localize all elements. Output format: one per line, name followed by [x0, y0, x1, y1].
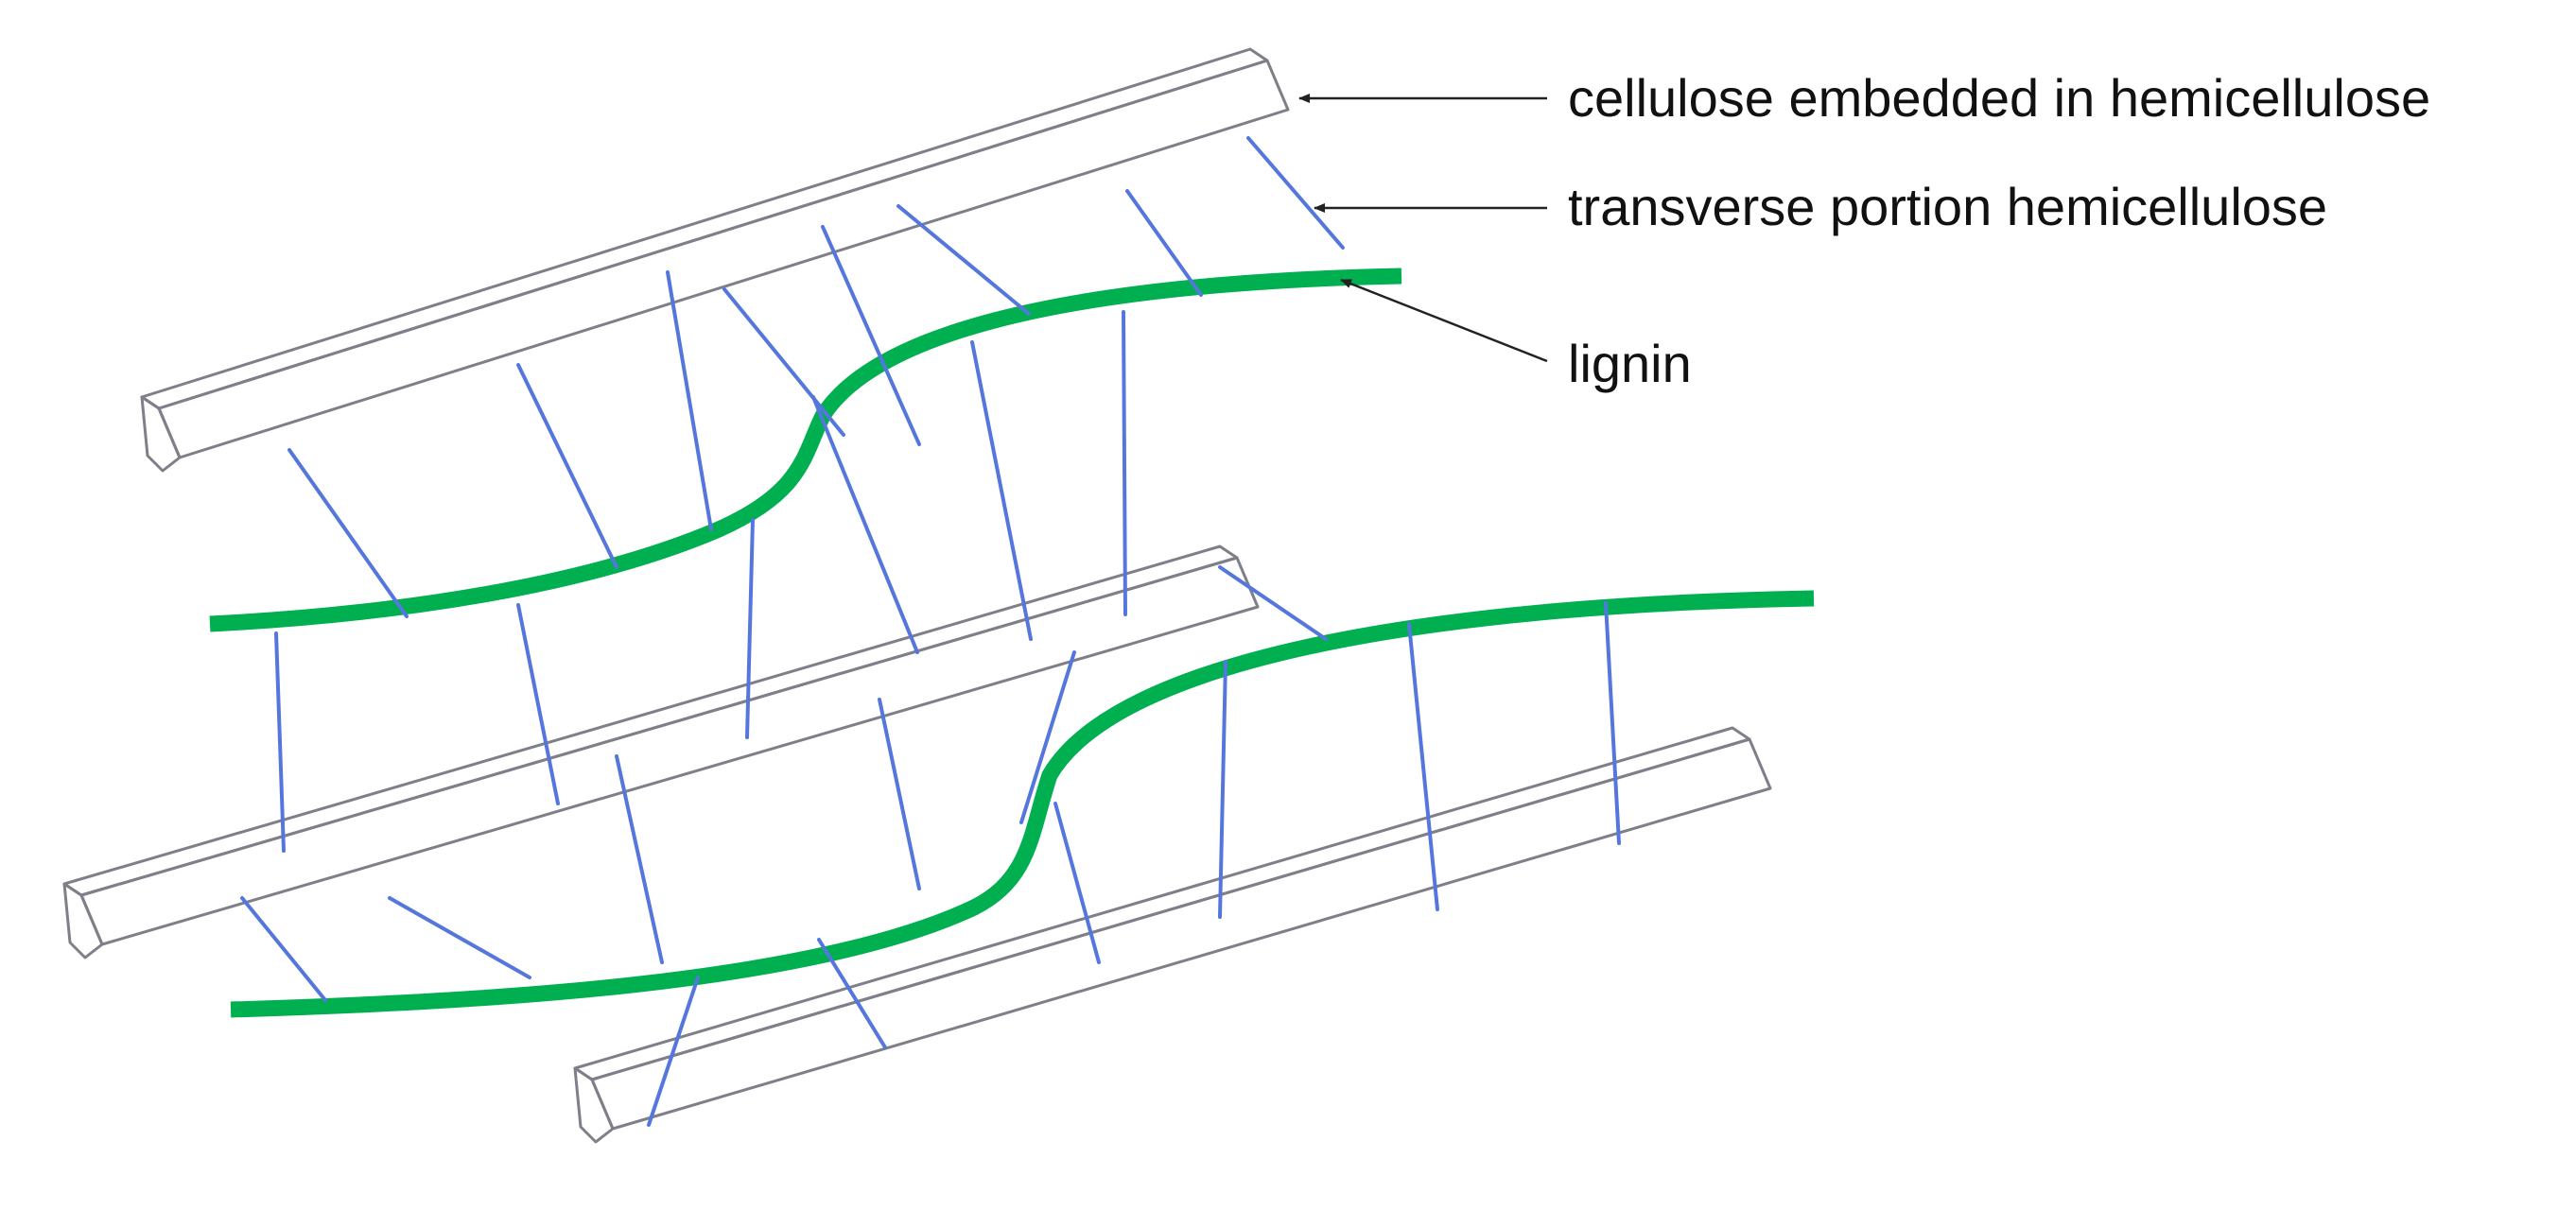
hemicellulose-link — [722, 287, 845, 437]
cellulose-fiber-top-face — [140, 47, 1269, 410]
hemicellulose-link — [1604, 601, 1621, 845]
lignin-strand — [209, 268, 1402, 632]
cellulose-fiber-front-face — [157, 59, 1290, 459]
hemicellulose-link — [896, 204, 1031, 316]
hemicellulose-link — [1218, 660, 1227, 919]
hemicellulose-link — [970, 340, 1033, 641]
hemicellulose-link — [615, 754, 664, 964]
hemicellulose-link — [811, 395, 919, 654]
hemicellulose-link — [821, 225, 921, 446]
hemicellulose-link — [647, 976, 700, 1127]
cellulose-label: cellulose embedded in hemicellulose — [1568, 68, 2430, 128]
hemicellulose-link — [666, 270, 713, 531]
hemicellulose-link — [516, 363, 618, 569]
cellulose-fiber — [62, 544, 1260, 959]
hemicellulose-link-group — [240, 136, 1621, 1127]
hemicellulose-link — [287, 448, 409, 618]
hemicellulose-link — [274, 631, 286, 853]
hemicellulose-link — [516, 603, 560, 805]
hemicellulose-link — [240, 896, 327, 1002]
hemicellulose-link — [1218, 565, 1328, 641]
hemicellulose-link — [1246, 136, 1345, 250]
transverse-hemicellulose-label: transverse portion hemicellulose — [1568, 177, 2327, 236]
lignin-pointer — [1340, 278, 1548, 363]
lignin-label: lignin — [1568, 334, 1692, 393]
hemicellulose-link — [817, 938, 887, 1049]
cellulose-fiber — [573, 726, 1772, 1144]
cellulose-fiber-front-face — [590, 737, 1772, 1131]
hemicellulose-link — [1122, 310, 1127, 616]
cellulose-fiber-end-face — [573, 1066, 615, 1144]
cellulose-fiber-group-back — [62, 47, 1772, 1144]
hemicellulose-link — [388, 896, 531, 979]
hemicellulose-link — [1125, 189, 1203, 297]
hemicellulose-link — [1053, 802, 1101, 964]
cellulose-fiber-top-face — [62, 544, 1239, 897]
hemicellulose-link — [1407, 622, 1439, 911]
hemicellulose-link — [1019, 650, 1076, 824]
cellulose-fiber-end-face — [62, 882, 104, 959]
annotation-pointers — [1298, 94, 1548, 363]
cellulose-fiber-end-face — [140, 395, 182, 473]
cellulose-fiber — [140, 47, 1290, 473]
lignin-strand — [230, 590, 1815, 1018]
cellulose-fiber-top-face — [573, 726, 1751, 1081]
lignin-strand-group — [209, 268, 1815, 1018]
hemicellulose-link — [745, 518, 755, 739]
hemicellulose-link — [878, 698, 921, 890]
